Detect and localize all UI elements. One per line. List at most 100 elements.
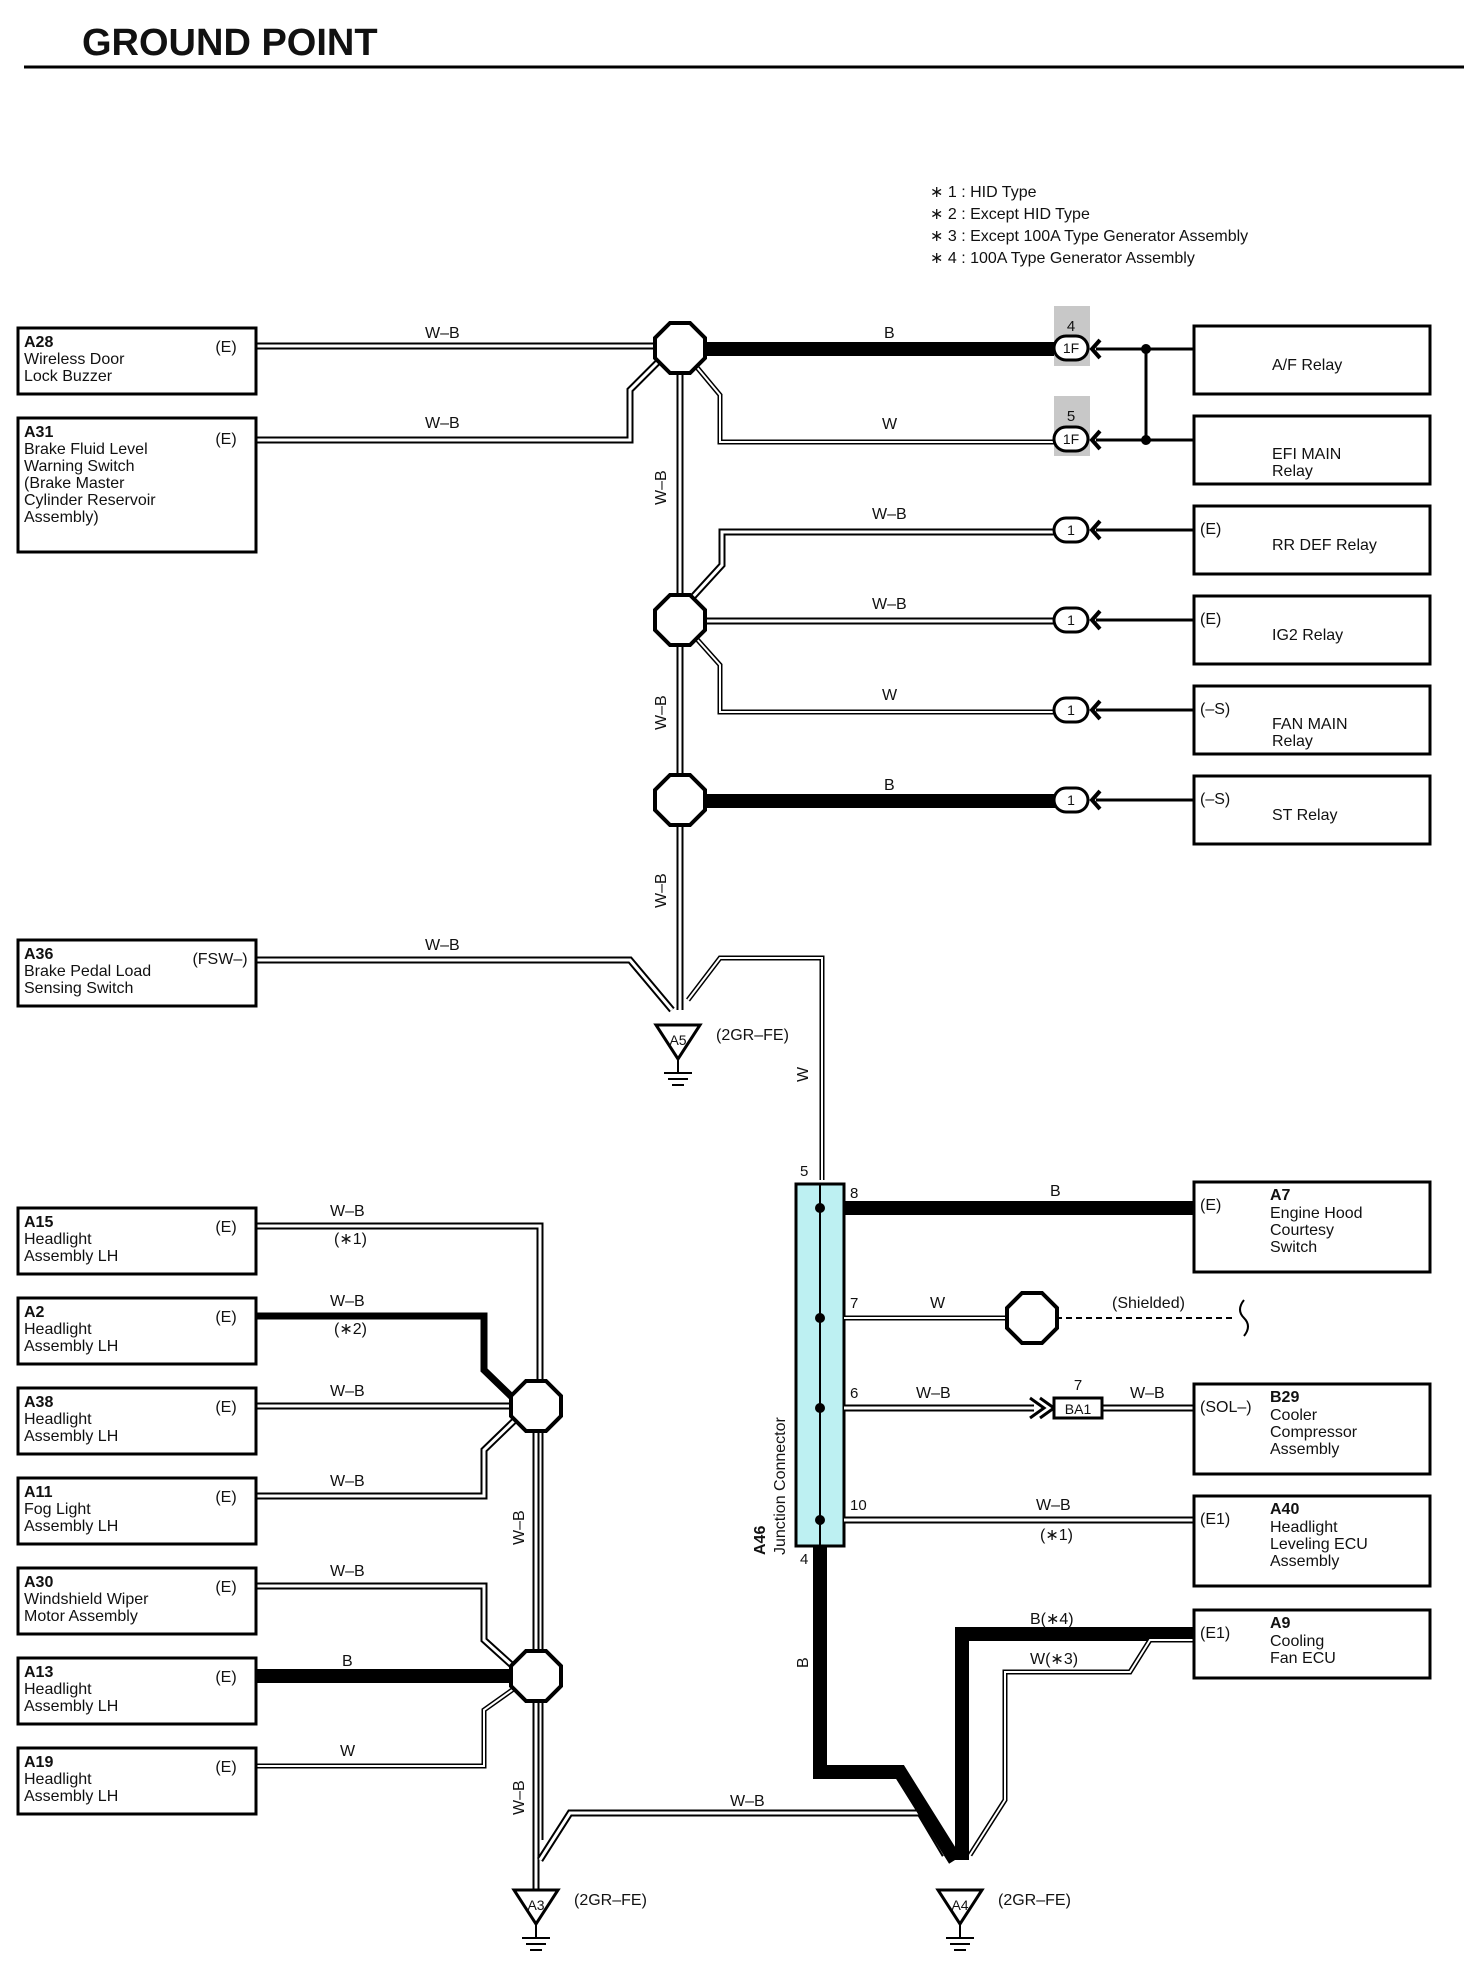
svg-text:ST Relay: ST Relay	[1272, 807, 1338, 824]
svg-text:EFI MAIN: EFI MAIN	[1272, 446, 1341, 463]
svg-text:W–B: W–B	[330, 1203, 365, 1220]
junction-pin-5: 5	[800, 1163, 808, 1180]
svg-text:W–B: W–B	[1036, 1497, 1071, 1514]
conn-af-pin: 4	[1067, 318, 1075, 335]
svg-text:Headlight: Headlight	[1270, 1519, 1338, 1536]
junction-name: Junction Connector	[772, 1416, 789, 1555]
svg-text:W: W	[930, 1295, 946, 1312]
page-title: GROUND POINT	[82, 22, 378, 64]
svg-text:A30: A30	[24, 1574, 53, 1591]
svg-text:Cooling: Cooling	[1270, 1633, 1324, 1650]
component-a9: (E1) A9 Cooling Fan ECU	[1192, 1608, 1432, 1680]
svg-text:B29: B29	[1270, 1389, 1299, 1406]
notes-legend: ∗ 1 : HID Type ∗ 2 : Except HID Type ∗ 3…	[930, 184, 1248, 267]
svg-text:Fan ECU: Fan ECU	[1270, 1650, 1336, 1667]
svg-text:A2: A2	[24, 1304, 45, 1321]
svg-text:Relay: Relay	[1272, 463, 1313, 480]
svg-text:(E): (E)	[215, 1579, 236, 1596]
ba1-connector: BA1 7	[1052, 1377, 1104, 1420]
component-a38: A38 Headlight Assembly LH (E)	[16, 1386, 258, 1456]
svg-text:A13: A13	[24, 1664, 53, 1681]
splice-1	[653, 321, 707, 375]
svg-text:W–B: W–B	[330, 1473, 365, 1490]
conn-fan-label: 1	[1067, 702, 1075, 718]
svg-text:(E): (E)	[215, 1219, 236, 1236]
bottom-right-wiring	[813, 1201, 1249, 1864]
svg-text:W–B: W–B	[872, 596, 907, 613]
svg-text:W–B: W–B	[330, 1563, 365, 1580]
component-a40: (E1) A40 Headlight Leveling ECU Assembly	[1192, 1494, 1432, 1588]
conn-efi-pin: 5	[1067, 408, 1075, 425]
component-a19: A19 Headlight Assembly LH (E)	[16, 1746, 258, 1816]
svg-text:Wireless Door: Wireless Door	[24, 351, 125, 368]
svg-text:W–B: W–B	[330, 1293, 365, 1310]
svg-text:BA1: BA1	[1065, 1401, 1092, 1417]
svg-text:Assembly LH: Assembly LH	[24, 1518, 118, 1535]
junction-id: A46	[752, 1526, 769, 1555]
svg-text:W: W	[340, 1743, 356, 1760]
svg-text:W–B: W–B	[425, 937, 460, 954]
svg-text:Headlight: Headlight	[24, 1411, 92, 1428]
svg-text:W–B: W–B	[730, 1793, 765, 1810]
svg-text:Assembly LH: Assembly LH	[24, 1248, 118, 1265]
ground-a4-id: A4	[951, 1897, 968, 1913]
svg-text:B: B	[884, 325, 895, 342]
svg-text:Brake Pedal Load: Brake Pedal Load	[24, 963, 151, 980]
svg-text:A31: A31	[24, 424, 53, 441]
ground-a4-label: (2GR–FE)	[998, 1892, 1071, 1909]
svg-text:(E): (E)	[1200, 521, 1221, 538]
conn-ig2-label: 1	[1067, 612, 1075, 628]
svg-text:7: 7	[1074, 1377, 1082, 1394]
svg-text:W–B: W–B	[511, 1780, 528, 1815]
relay-efi-main: EFI MAIN Relay	[1192, 414, 1432, 486]
top-wire-labels: W–B W–B W–B B W W–B W–B W B W–B W–B W–B …	[425, 325, 907, 1082]
conn-af-label: 1F	[1063, 340, 1079, 356]
svg-text:W–B: W–B	[872, 506, 907, 523]
svg-text:W–B: W–B	[653, 873, 670, 908]
relay-connectors: 4 1F 5 1F 1 1 1 1	[1052, 306, 1102, 814]
ground-a3-id: A3	[527, 1897, 544, 1913]
svg-text:Headlight: Headlight	[24, 1321, 92, 1338]
component-a30: A30 Windshield Wiper Motor Assembly (E)	[16, 1566, 258, 1636]
svg-text:Lock Buzzer: Lock Buzzer	[24, 368, 113, 385]
svg-text:(E): (E)	[215, 339, 236, 356]
svg-text:Leveling ECU: Leveling ECU	[1270, 1536, 1368, 1553]
svg-text:(∗1): (∗1)	[334, 1231, 367, 1248]
svg-text:A11: A11	[24, 1484, 53, 1501]
splice-3	[653, 773, 707, 827]
junction-pin-7: 7	[850, 1295, 858, 1312]
svg-text:(FSW–): (FSW–)	[192, 951, 247, 968]
svg-text:B: B	[342, 1653, 353, 1670]
svg-text:W–B: W–B	[511, 1510, 528, 1545]
svg-text:(E1): (E1)	[1200, 1511, 1230, 1528]
splice-4	[509, 1379, 563, 1433]
svg-text:(E): (E)	[1200, 1197, 1221, 1214]
svg-text:A38: A38	[24, 1394, 53, 1411]
svg-text:(E): (E)	[1200, 611, 1221, 628]
component-a11: A11 Fog Light Assembly LH (E)	[16, 1476, 258, 1546]
svg-text:W–B: W–B	[425, 415, 460, 432]
svg-text:B: B	[795, 1657, 812, 1668]
svg-text:B: B	[1050, 1183, 1061, 1200]
svg-text:(E): (E)	[215, 1489, 236, 1506]
svg-text:A15: A15	[24, 1214, 53, 1231]
svg-text:Assembly LH: Assembly LH	[24, 1338, 118, 1355]
note-2: ∗ 2 : Except HID Type	[930, 206, 1090, 223]
svg-text:(E): (E)	[215, 431, 236, 448]
svg-text:Windshield Wiper: Windshield Wiper	[24, 1591, 149, 1608]
svg-text:Assembly LH: Assembly LH	[24, 1428, 118, 1445]
component-a31: A31 Brake Fluid Level Warning Switch (Br…	[16, 416, 258, 554]
svg-text:IG2 Relay: IG2 Relay	[1272, 627, 1343, 644]
component-a7: (E) A7 Engine Hood Courtesy Switch	[1192, 1180, 1432, 1274]
junction-pin-4: 4	[800, 1551, 808, 1568]
splice-2	[653, 593, 707, 647]
conn-rrdef-label: 1	[1067, 522, 1075, 538]
svg-text:B: B	[884, 777, 895, 794]
svg-text:B(∗4): B(∗4)	[1030, 1611, 1074, 1628]
ground-a3-label: (2GR–FE)	[574, 1892, 647, 1909]
svg-text:Headlight: Headlight	[24, 1681, 92, 1698]
relay-ig2: (E) IG2 Relay	[1192, 594, 1432, 666]
svg-text:(E): (E)	[215, 1399, 236, 1416]
svg-text:Courtesy: Courtesy	[1270, 1222, 1334, 1239]
